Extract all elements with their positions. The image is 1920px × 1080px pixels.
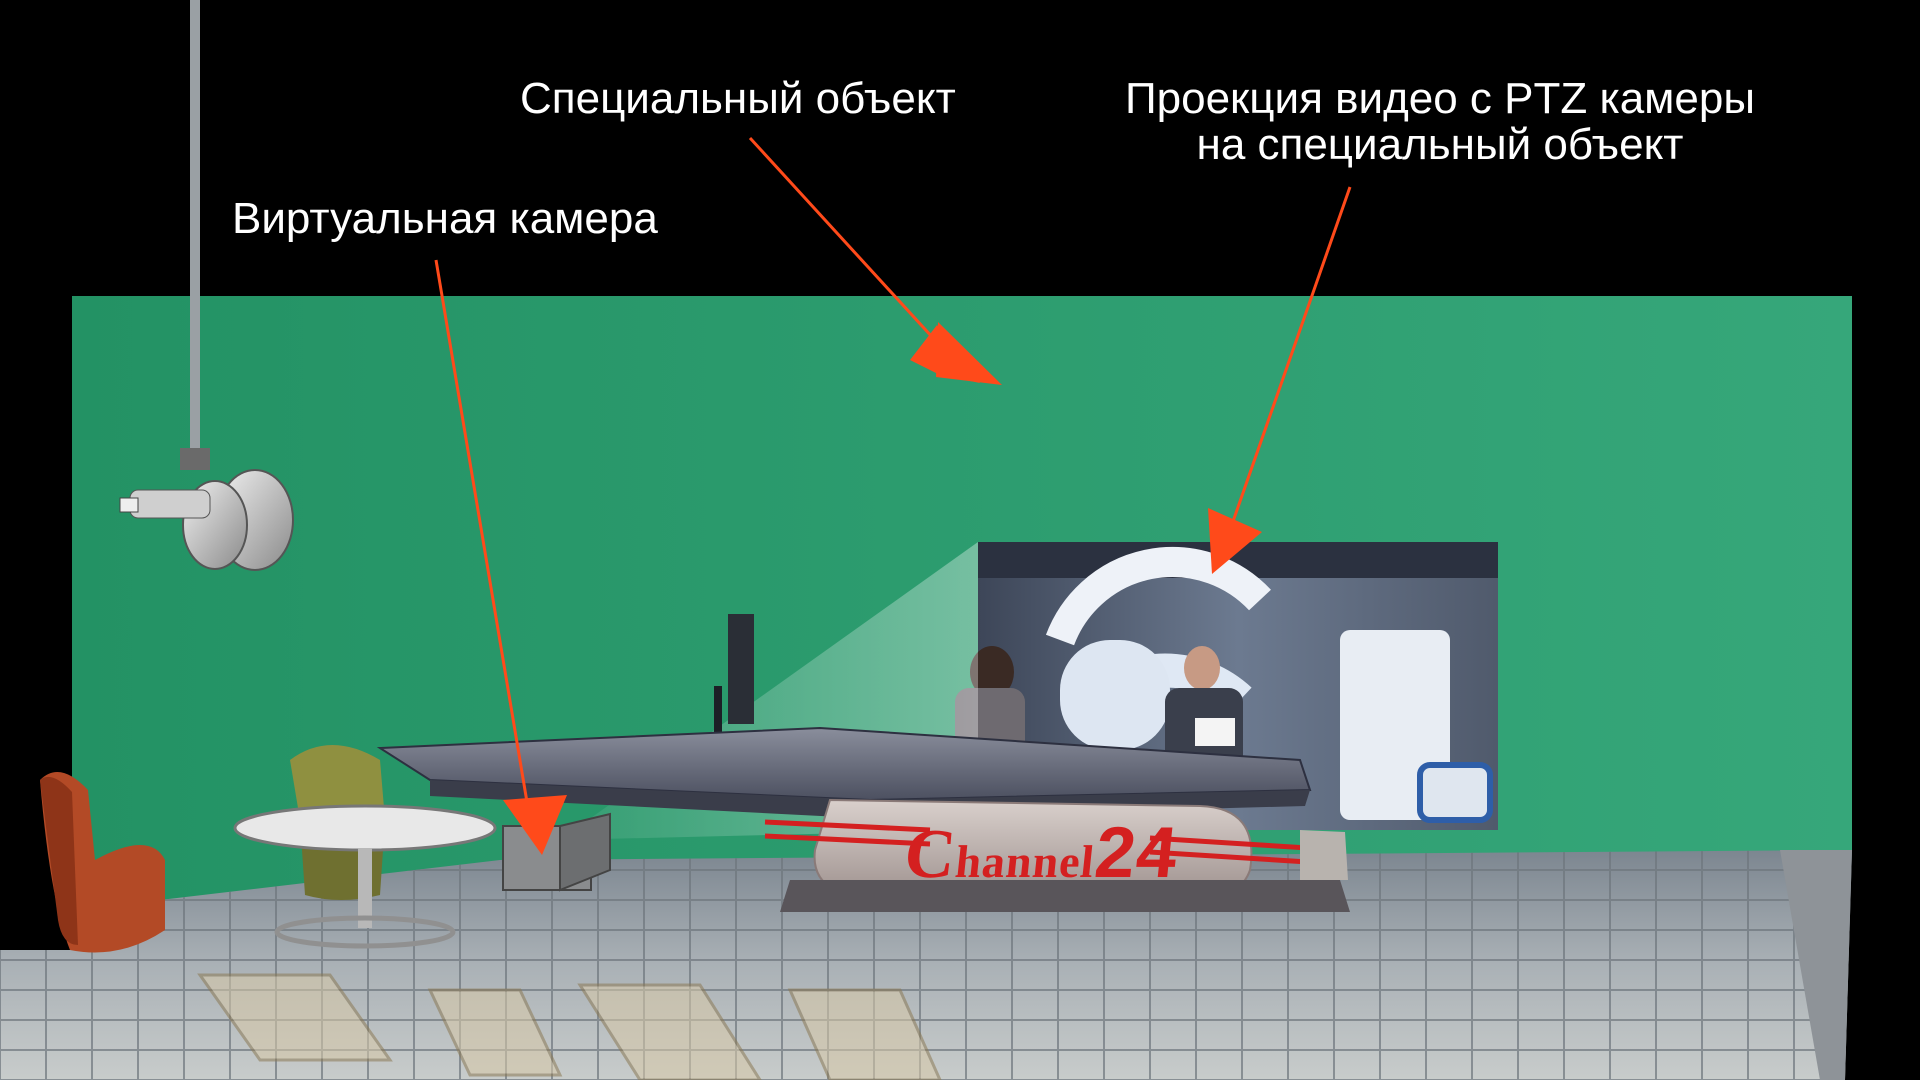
armchair [40,772,165,953]
arrow-virtual-camera [434,259,567,855]
channel-logo-number: 24 [1091,813,1182,893]
desk-base [780,880,1350,912]
label-virtual-camera: Виртуальная камера [232,194,658,243]
presenter-male [1165,646,1243,772]
virtual-camera-model [502,812,611,892]
studio-light [119,469,294,571]
label-projection-line2: на специальный объект [1196,120,1684,169]
label-projection-line1: Проекция видео с PTZ камеры [1125,74,1755,123]
arrow-special-object [748,136,1002,385]
floor-riser [1780,850,1852,1080]
channel-logo-word: hannel [953,836,1098,887]
label-special-object: Специальный объект [520,74,956,123]
ceiling-pole [190,0,200,460]
channel-logo: Channel24 [901,812,1182,895]
arrow-projection [1208,186,1352,574]
floor-lettering [197,973,942,1080]
channel-logo-c: C [900,816,961,893]
round-table [233,804,497,949]
label-projection: Проекция видео с PTZ камеры на специальн… [1100,76,1780,168]
